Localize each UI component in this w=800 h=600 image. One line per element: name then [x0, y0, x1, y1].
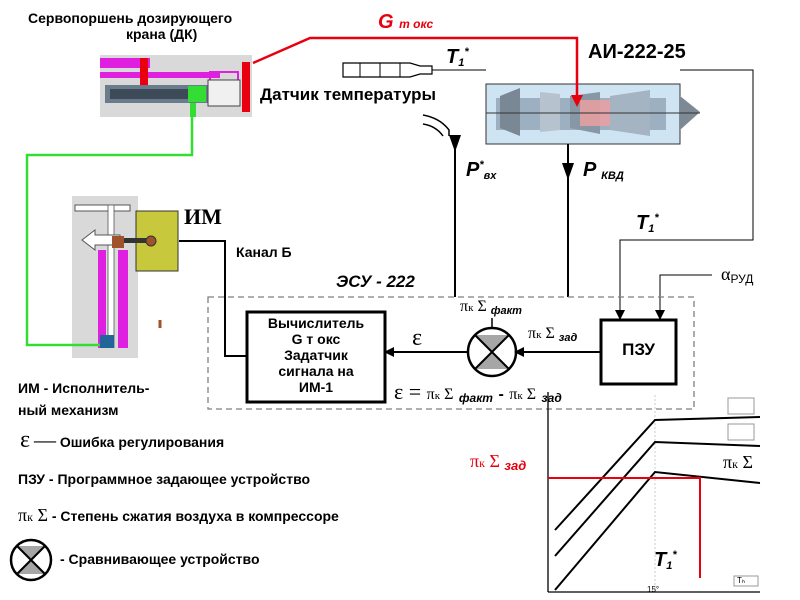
servo-piston-graphic	[100, 55, 252, 117]
alpha-rud-label: αРУД	[721, 264, 754, 286]
pi-fact-top: πк Σ факт	[460, 298, 522, 317]
epsilon-arrow-label: ε	[412, 325, 423, 351]
g-fuel-label: G т окс	[378, 11, 434, 33]
p-kvd-label: P КВД	[583, 159, 624, 182]
schedule-chart	[547, 392, 761, 593]
actuator-graphic	[72, 196, 179, 358]
legend-pzu: ПЗУ - Программное задающее устройство	[18, 471, 311, 487]
calculator-box: Вычислитель G т окс Задатчик сигнала на …	[267, 315, 365, 395]
t1-label-right: T1*	[636, 212, 659, 235]
pi-zad-mid: πк Σ зад	[528, 325, 578, 344]
legend-epsilon: ε — Ошибка регулирования	[20, 427, 225, 453]
channel-b-label: Канал Б	[236, 244, 292, 260]
legend-im-line2: ный механизм	[18, 402, 119, 418]
temperature-sensor-graphic	[342, 62, 433, 78]
p-vx-label: P*вх	[466, 159, 497, 182]
error-equation: ε = πк Σ факт - πк Σ зад	[394, 379, 562, 405]
legend-im-line1: ИМ - Исполнитель-	[18, 380, 150, 396]
chart-pi-zad-label: πк Σ зад	[470, 451, 527, 473]
esu-label: ЭСУ - 222	[336, 272, 415, 291]
chart-t1-label: T1*	[654, 549, 677, 572]
sensor-label: Датчик температуры	[260, 85, 437, 104]
servo-title-line1: Сервопоршень дозирующего	[28, 10, 233, 26]
im-actuator-label: ИМ	[184, 204, 222, 229]
engine-label: АИ-222-25	[588, 41, 686, 63]
engine-graphic	[485, 83, 700, 145]
chart-tick-label: 15°	[647, 585, 660, 594]
servo-title-line2: крана (ДК)	[126, 26, 198, 42]
pzu-box: ПЗУ	[622, 340, 655, 359]
chart-pi-label: πк Σ	[723, 452, 753, 472]
legend-comparator-text: - Сравнивающее устройство	[60, 551, 260, 567]
comparator	[466, 326, 518, 378]
legend-pi: πк Σ - Степень сжатия воздуха в компресс…	[18, 505, 339, 525]
chart-corner-label: Tₕ	[737, 576, 746, 585]
legend-comparator-icon	[9, 538, 53, 582]
t1-label-top: T1*	[446, 46, 469, 69]
